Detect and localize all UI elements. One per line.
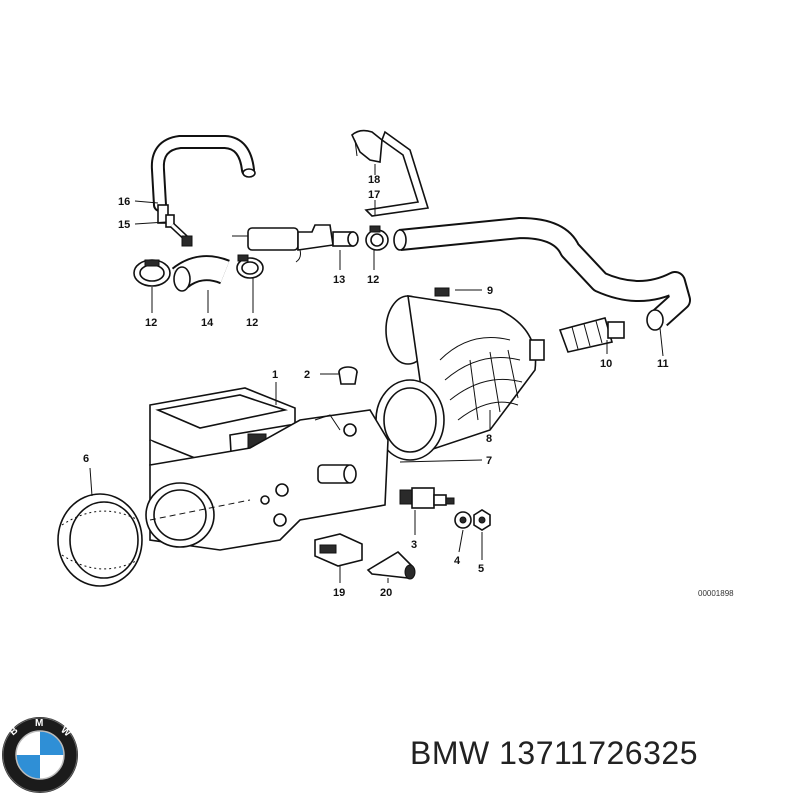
- callout-9: 9: [487, 285, 493, 297]
- callout-13: 13: [333, 274, 345, 286]
- screw-2-drawing: [338, 366, 358, 385]
- callout-5: 5: [478, 563, 484, 575]
- sensor-3-drawing: [399, 487, 455, 509]
- leader-lines: [89, 164, 664, 583]
- callout-7: 7: [486, 455, 492, 467]
- connector-17-drawing: [157, 204, 193, 247]
- callout-3: 3: [411, 539, 417, 551]
- clip-15-drawing: [351, 129, 383, 163]
- throttle-body-drawing: [145, 409, 389, 551]
- part-number-caption: BMW 13711726325: [410, 735, 698, 771]
- callout-12-left: 12: [145, 317, 157, 329]
- callout-20: 20: [380, 587, 392, 599]
- callout-2: 2: [304, 369, 310, 381]
- ring-6-drawing: [57, 493, 143, 587]
- valve-13-drawing: [232, 224, 359, 263]
- cap-20-drawing: [366, 550, 416, 580]
- washer-4-drawing: [454, 511, 472, 529]
- clamp-12-right-drawing: [365, 225, 389, 251]
- hose-long-drawing: [393, 217, 691, 331]
- diagram-reference-code: 00001898: [698, 589, 734, 598]
- callout-12-middle: 12: [246, 317, 258, 329]
- callout-18: 16: [118, 196, 130, 208]
- callout-4: 4: [454, 555, 461, 567]
- svg-text:M: M: [35, 718, 43, 729]
- hose-16-drawing: [171, 255, 230, 292]
- nut-5-drawing: [473, 509, 491, 531]
- callout-17: 15: [118, 219, 130, 231]
- hose-18-drawing: [150, 135, 256, 212]
- intake-boot-8-drawing: [375, 287, 545, 461]
- callout-16: 14: [201, 317, 214, 329]
- callout-labels: 16 15 12 14 12 13 12 17 18 9 10 11 2 1 8…: [83, 174, 734, 599]
- callout-10: 10: [600, 358, 612, 370]
- bellows-10-drawing: [558, 317, 625, 353]
- callout-6: 6: [83, 453, 89, 465]
- bracket-14-drawing: [364, 130, 430, 217]
- callout-14: 17: [368, 189, 380, 201]
- clamp-12-middle-drawing: [236, 254, 264, 279]
- callout-12-right: 12: [367, 274, 379, 286]
- callout-11: 11: [657, 358, 669, 370]
- callout-15: 18: [368, 174, 380, 186]
- plug-19-drawing: [314, 533, 363, 567]
- bmw-logo: B M W: [2, 717, 78, 793]
- clamp-12-left-drawing: [133, 259, 171, 287]
- callout-1: 1: [272, 369, 278, 381]
- callout-8: 8: [486, 433, 492, 445]
- callout-19: 19: [333, 587, 345, 599]
